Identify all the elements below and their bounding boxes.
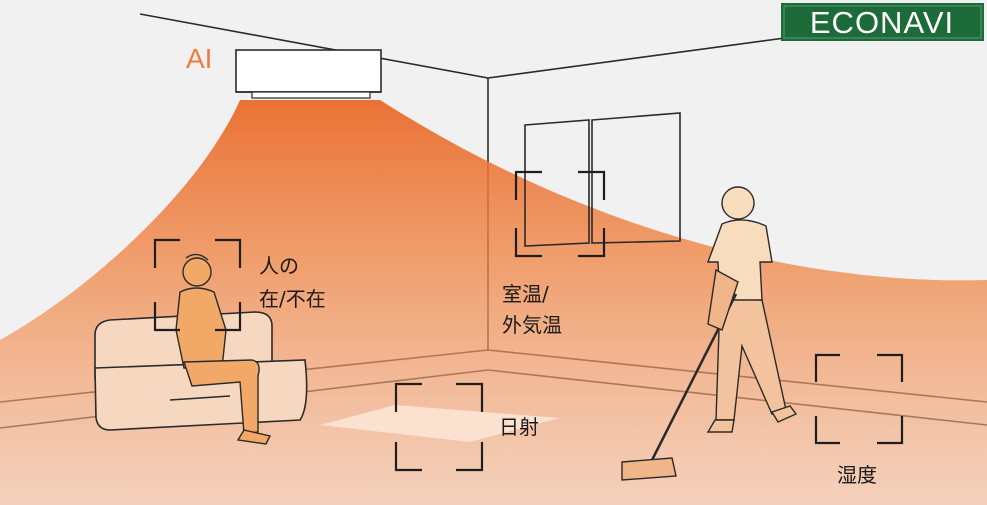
sensor-frame-humidity (814, 353, 904, 445)
sensor-frame-sunlight (394, 382, 484, 472)
sunlight-label: 日射 (499, 415, 539, 439)
presence-label-line2: 在/不在 (259, 287, 326, 311)
standing-person (621, 186, 798, 481)
humidity-label: 湿度 (837, 463, 877, 487)
econavi-logo: ECONAVI (781, 3, 984, 41)
sensor-frame-presence (153, 238, 242, 332)
window (524, 112, 681, 247)
temperature-label-line2: 外気温 (502, 313, 562, 337)
ai-label: AI (186, 43, 212, 74)
sunlight-floor-patch (320, 405, 560, 442)
airflow-cone (0, 100, 987, 505)
presence-label-line1: 人の (259, 254, 299, 278)
temperature-label-line1: 室温/ (502, 282, 549, 306)
sensor-frame-temperature (514, 170, 606, 258)
air-conditioner (235, 49, 382, 99)
seated-person (175, 253, 272, 445)
econavi-logo-text: ECONAVI (810, 5, 954, 40)
